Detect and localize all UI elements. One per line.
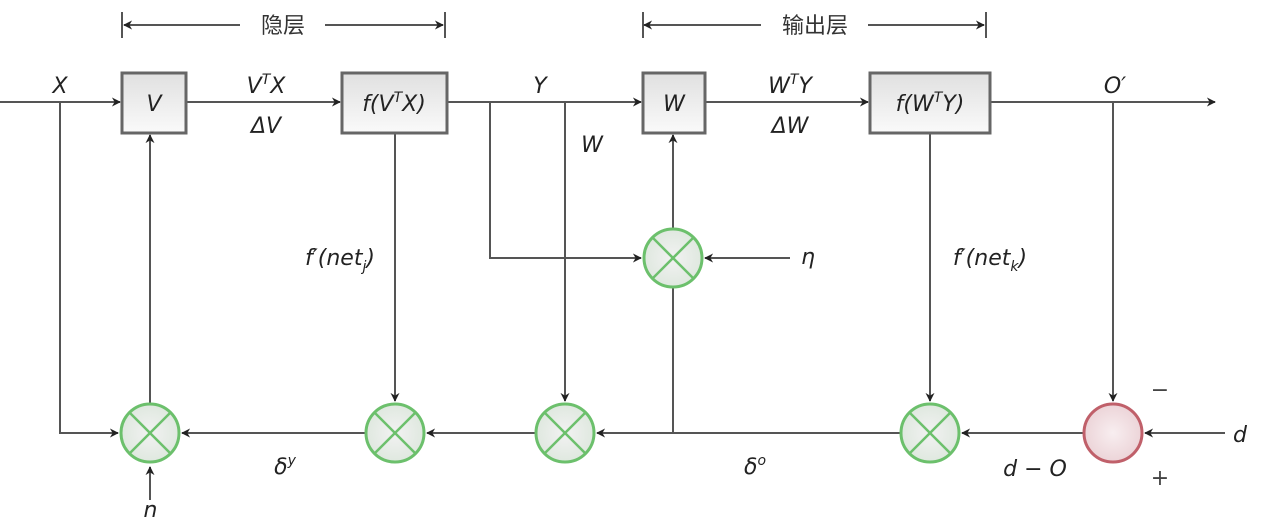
w-weight-box: W (641, 71, 707, 135)
wty-label: WTY (768, 72, 813, 99)
multiplier-w-update (642, 227, 704, 289)
delta-v-label: ΔV (249, 114, 283, 139)
eta-mid-label: η (801, 245, 815, 270)
svg-text:V: V (146, 92, 163, 117)
svg-text:W: W (663, 92, 686, 117)
v-weight-box: V (120, 71, 188, 135)
o-prime-label: O′ (1104, 74, 1126, 99)
x-label: X (51, 74, 68, 99)
multiplier-v-update (119, 402, 181, 464)
d-label: d (1233, 423, 1248, 448)
svg-text:f(VTX): f(VTX) (362, 90, 426, 117)
vtx-label: VTX (247, 72, 287, 99)
plus-sign: + (1151, 466, 1169, 491)
d-minus-o-label: d − O (1003, 457, 1067, 482)
output-activation-box: f(WTY) (868, 71, 992, 135)
fprime-netk-label: f′(netk) (953, 246, 1027, 275)
minus-sign: − (1151, 378, 1169, 403)
eta-bottom-label: η (143, 498, 157, 517)
svg-text:f(WTY): f(WTY) (896, 90, 965, 117)
hidden-layer-label: 隐层 (261, 14, 305, 39)
fprime-netj-label: f′(netj) (305, 246, 375, 275)
multiplier-backprop-w (534, 402, 596, 464)
delta-y-label: δy (274, 453, 296, 480)
hidden-layer-bracket: 隐层 (121, 12, 446, 39)
output-layer-label: 输出层 (782, 14, 848, 39)
error-summer (1082, 402, 1144, 464)
multiplier-output-delta (899, 402, 961, 464)
connections (0, 97, 1225, 500)
output-layer-bracket: 输出层 (642, 12, 987, 39)
w-branch-label: W (581, 133, 604, 158)
delta-o-label: δo (744, 453, 766, 480)
delta-w-label: ΔW (770, 114, 810, 139)
hidden-activation-box: f(VTX) (340, 71, 449, 135)
multiplier-hidden-delta (364, 402, 426, 464)
y-label: Y (533, 74, 548, 99)
